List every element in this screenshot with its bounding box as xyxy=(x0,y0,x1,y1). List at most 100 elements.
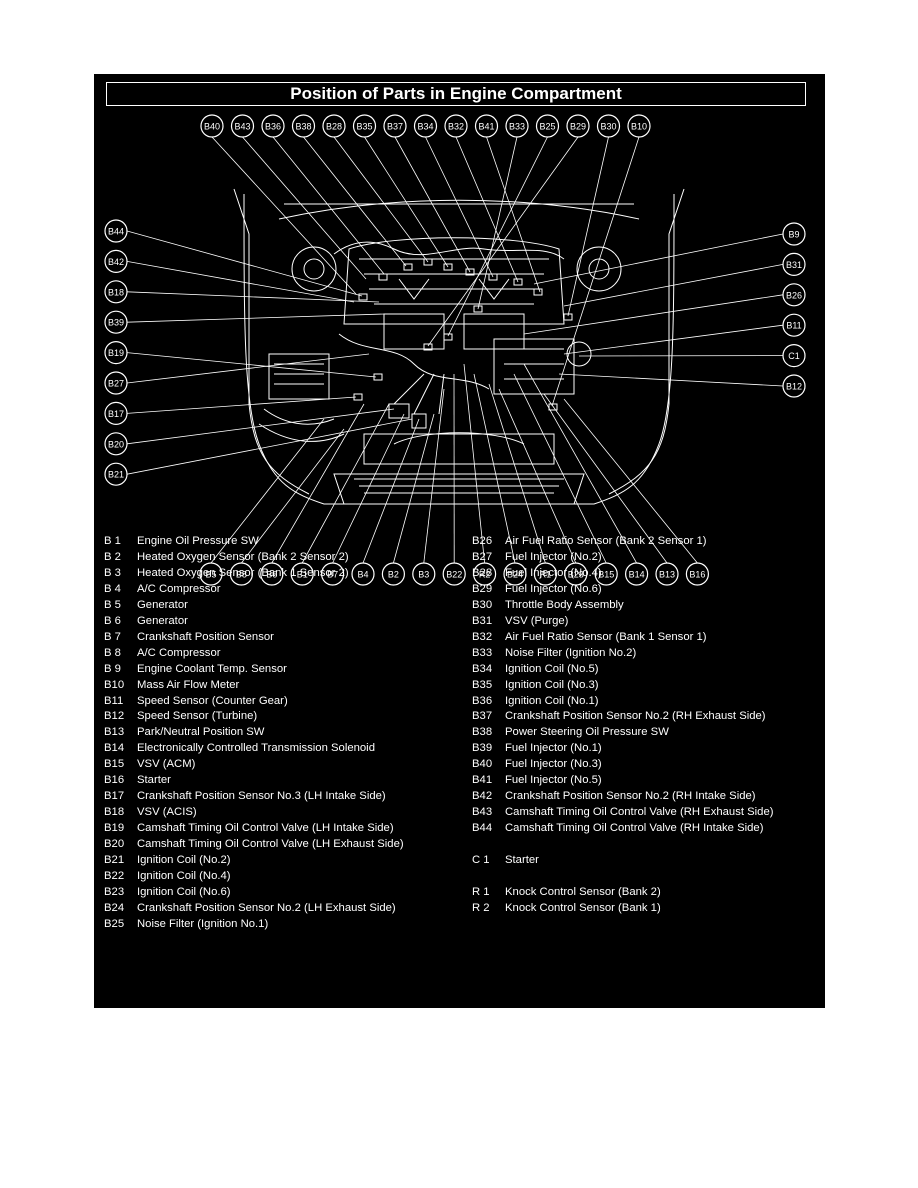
leader-line-b37 xyxy=(394,136,471,273)
leader-line-b23 xyxy=(498,388,577,564)
callout-label: B12 xyxy=(786,382,802,392)
callout-b3: B3 xyxy=(412,562,436,586)
callout-circle xyxy=(782,344,806,368)
callout-circle xyxy=(261,114,285,138)
leader-line-b26 xyxy=(523,294,784,335)
callout-circle xyxy=(104,249,128,273)
legend-name: Ignition Coil (No.6) xyxy=(137,885,231,898)
callout-circle xyxy=(104,462,128,486)
legend-name: Fuel Injector (No.5) xyxy=(505,774,602,787)
callout-b29: B29 xyxy=(566,114,590,138)
legend-code: B19 xyxy=(104,822,125,835)
leader-line-b8 xyxy=(241,428,345,564)
callout-label: B17 xyxy=(108,409,124,419)
leader-line-b43 xyxy=(242,136,367,280)
legend-code: B10 xyxy=(104,678,125,691)
callout-circle xyxy=(564,562,588,586)
legend-code: B23 xyxy=(104,885,125,898)
callout-label: B33 xyxy=(509,122,525,132)
legend-name: Fuel Injector (No.1) xyxy=(505,742,602,755)
leader-line-b33 xyxy=(477,136,518,310)
callout-circle xyxy=(383,114,407,138)
legend-code: B42 xyxy=(472,790,493,803)
callout-circle xyxy=(291,114,316,138)
callout-label: B30 xyxy=(600,122,616,132)
leader-line-b39 xyxy=(126,313,385,323)
legend-code: B 5 xyxy=(104,598,121,611)
callout-circle xyxy=(535,114,560,138)
callout-circle xyxy=(322,114,346,138)
callout-circle xyxy=(503,562,527,586)
callout-b31: B31 xyxy=(782,252,806,276)
callout-circle xyxy=(104,310,128,334)
callout-circle xyxy=(229,562,253,586)
callout-b9: B9 xyxy=(782,222,806,246)
leader-line-b17 xyxy=(126,396,357,414)
callout-b41: B41 xyxy=(474,114,499,138)
legend-code: B30 xyxy=(472,598,493,611)
leader-line-b7 xyxy=(332,413,405,564)
callout-label: B2 xyxy=(388,570,399,580)
callout-label: B18 xyxy=(108,287,124,297)
leader-line-b27 xyxy=(126,353,370,384)
legend-name: Camshaft Timing Oil Control Valve (LH In… xyxy=(137,822,394,835)
callout-circle xyxy=(624,562,649,586)
callout-circle xyxy=(782,252,806,276)
leader-line-b4 xyxy=(362,418,420,564)
legend-name: Heated Oxygen Sensor (Bank 1 Sensor 2) xyxy=(137,566,349,579)
legend-code: B11 xyxy=(104,694,124,707)
callout-label: C1 xyxy=(788,351,800,361)
legend-code: B32 xyxy=(472,630,493,643)
leader-line-b34 xyxy=(425,136,494,278)
leader-line-r2 xyxy=(463,363,485,564)
callout-circle xyxy=(199,562,223,586)
legend-code: B21 xyxy=(104,854,125,866)
legend-name: Crankshaft Position Sensor No.2 (LH Exha… xyxy=(137,901,396,914)
callout-circle xyxy=(351,562,375,586)
callout-circle xyxy=(290,562,314,586)
callout-label: B42 xyxy=(108,257,124,267)
leader-line-b1 xyxy=(301,403,390,564)
callout-b42: B42 xyxy=(104,249,128,273)
legend-code: B 7 xyxy=(104,630,121,643)
callout-b28: B28 xyxy=(322,114,346,138)
leader-line-b28 xyxy=(333,136,429,263)
callout-b19: B19 xyxy=(104,341,128,365)
callout-circle xyxy=(474,114,499,138)
callout-circle xyxy=(104,219,128,243)
leader-line-b3 xyxy=(423,388,445,564)
leader-line-b18 xyxy=(126,291,380,303)
callout-b43: B43 xyxy=(230,114,255,138)
legend-code: B14 xyxy=(104,742,125,755)
legend-code: C 1 xyxy=(472,854,490,866)
legend-code: B27 xyxy=(472,550,493,563)
leader-line-b9 xyxy=(533,233,784,285)
callout-b16: B16 xyxy=(685,562,710,586)
legend-name: Ignition Coil (No.4) xyxy=(137,869,231,882)
callout-label: B13 xyxy=(659,570,675,580)
legend-name: VSV (ACM) xyxy=(137,758,196,771)
legend-name: Ignition Coil (No.5) xyxy=(505,662,599,675)
legend-name: Crankshaft Position Sensor No.2 (RH Exha… xyxy=(505,710,766,723)
callout-b1: B1 xyxy=(290,562,314,586)
callout-b2: B2 xyxy=(381,562,405,586)
legend-code: B 4 xyxy=(104,582,121,595)
callout-circle xyxy=(104,401,128,425)
callout-b26: B26 xyxy=(782,283,806,307)
callout-label: B44 xyxy=(108,227,124,237)
callout-label: B31 xyxy=(786,260,802,270)
legend-name: Fuel Injector (No.3) xyxy=(505,758,602,771)
callout-b21: B21 xyxy=(104,462,128,486)
callout-b14: B14 xyxy=(624,562,649,586)
legend-name: Mass Air Flow Meter xyxy=(137,678,240,691)
legend-name: Ignition Coil (No.3) xyxy=(505,678,599,691)
callout-label: B21 xyxy=(108,470,124,480)
leader-line-b6 xyxy=(271,403,365,564)
callout-b39: B39 xyxy=(104,310,128,334)
callout-b22: B22 xyxy=(442,562,466,586)
callout-label: B38 xyxy=(295,122,311,132)
callout-circle xyxy=(594,562,618,586)
callout-label: B9 xyxy=(788,230,799,240)
legend-code: B 3 xyxy=(104,566,121,579)
